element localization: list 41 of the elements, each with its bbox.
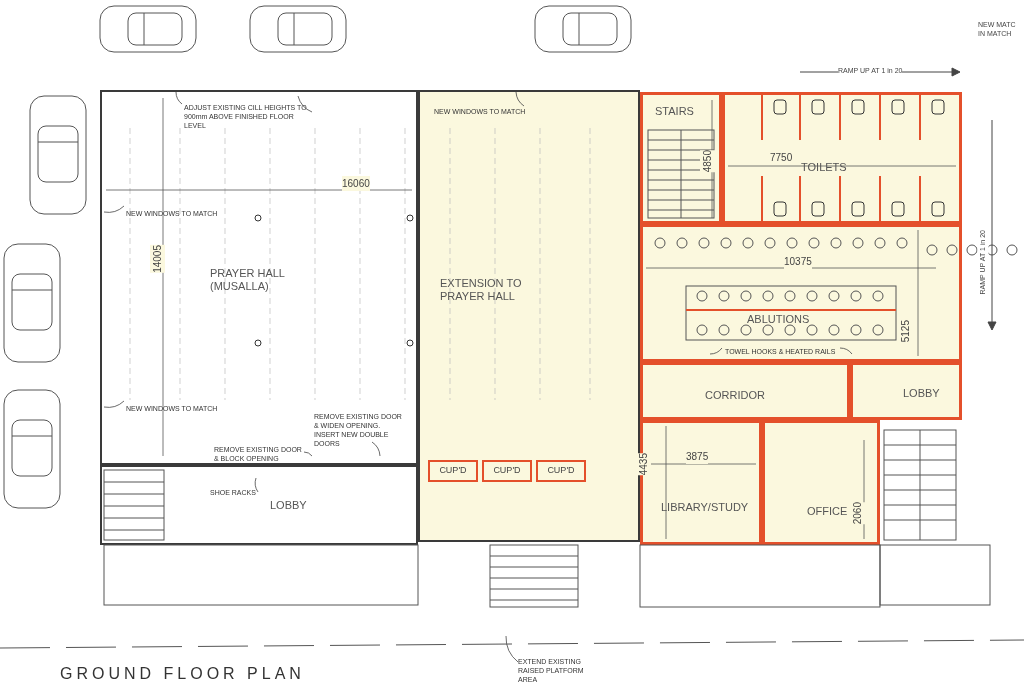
plan-title: GROUND FLOOR PLAN bbox=[60, 664, 305, 684]
leader-line bbox=[303, 451, 313, 457]
plan-label: 10375 bbox=[784, 254, 812, 269]
room-label: ABLUTIONS bbox=[747, 313, 810, 326]
plan-label: 16060 bbox=[342, 176, 370, 191]
room bbox=[722, 92, 962, 224]
room-label: STAIRS bbox=[655, 105, 694, 118]
room bbox=[100, 465, 418, 545]
plan-label: 3875 bbox=[686, 449, 709, 464]
cupboard: CUP'D bbox=[536, 460, 586, 482]
leader-line bbox=[297, 95, 313, 113]
leader-line bbox=[103, 205, 125, 213]
leader-line bbox=[515, 91, 525, 107]
cupboard: CUP'D bbox=[428, 460, 478, 482]
room-label: LOBBY bbox=[903, 387, 940, 400]
dimension-label: 4435 bbox=[636, 453, 651, 476]
room-label: TOILETS bbox=[801, 161, 847, 174]
room bbox=[850, 362, 962, 420]
room bbox=[418, 90, 640, 542]
leader-line bbox=[371, 441, 381, 457]
room-label: LIBRARY/STUDY bbox=[661, 501, 749, 514]
room bbox=[640, 420, 762, 545]
room-label: PRAYER HALL (MUSALLA) bbox=[210, 267, 286, 293]
dimension-label: 4850 bbox=[700, 150, 715, 173]
room-label: OFFICE bbox=[807, 505, 848, 518]
room bbox=[100, 90, 418, 465]
room-label: CORRIDOR bbox=[705, 389, 765, 402]
room-label: EXTENSION TO PRAYER HALL bbox=[440, 277, 523, 303]
room bbox=[640, 362, 850, 420]
dimension-label: 2060 bbox=[850, 502, 865, 525]
room bbox=[640, 224, 962, 362]
room-label: LOBBY bbox=[270, 499, 307, 512]
dimension-label: 14005 bbox=[150, 245, 165, 273]
leader-line bbox=[103, 400, 125, 408]
leader-line bbox=[505, 635, 519, 663]
leader-line bbox=[839, 347, 853, 355]
cupboard: CUP'D bbox=[482, 460, 532, 482]
room bbox=[762, 420, 880, 545]
leader-line bbox=[709, 347, 723, 355]
leader-line bbox=[254, 477, 259, 493]
leader-line bbox=[175, 91, 183, 105]
